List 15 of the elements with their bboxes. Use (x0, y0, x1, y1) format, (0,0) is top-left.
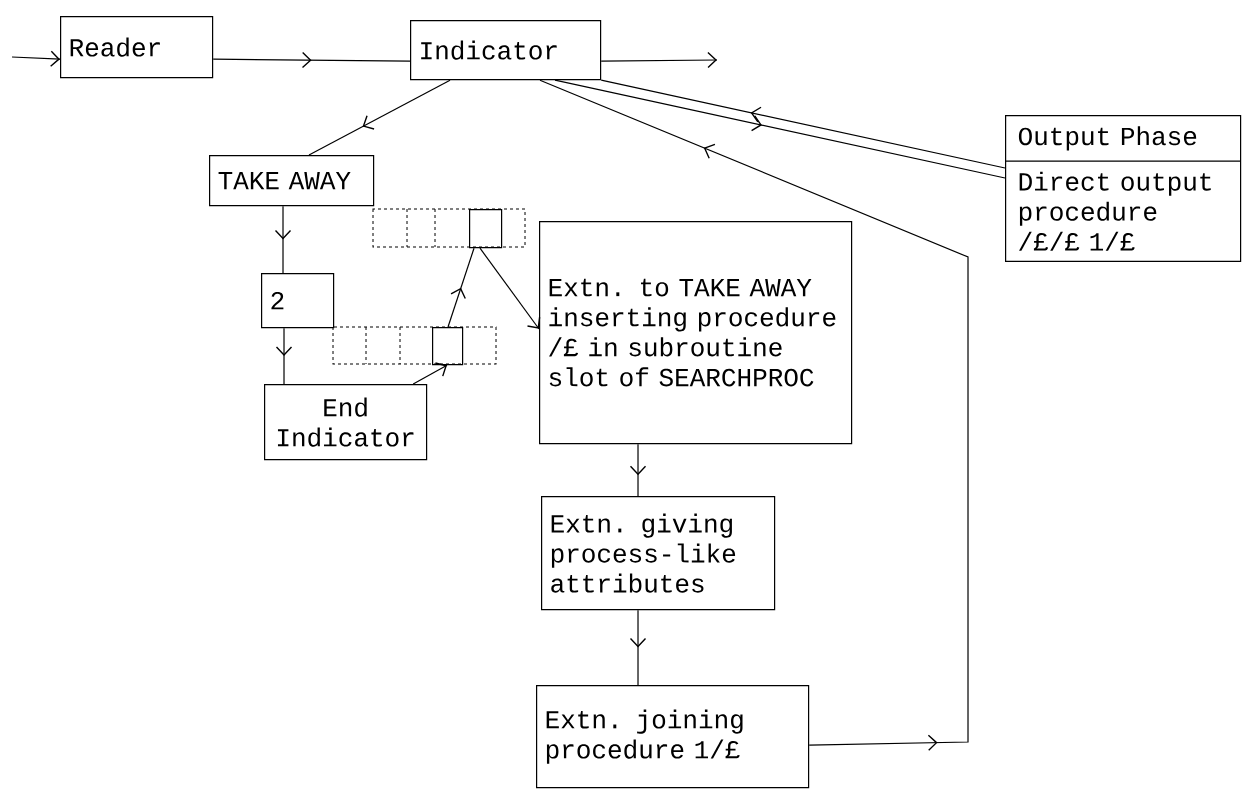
process-box: Reader (60, 16, 214, 79)
process-box: End Indicator (264, 384, 428, 461)
process-box: Extn. giving process-like attributes (541, 496, 776, 611)
split-box: Output Phase Direct output procedure /£/£ 1/£ (1005, 115, 1242, 262)
process-box: TAKE AWAY (209, 155, 375, 207)
arrow (600, 51, 718, 69)
process-box: 2 (261, 273, 335, 329)
arrow (11, 50, 61, 67)
slot-square (469, 209, 503, 249)
arrow (479, 247, 541, 330)
process-box: Extn. joining procedure 1/£ (536, 685, 810, 789)
process-box: Extn. to TAKE AWAY inserting procedure /£ in subroutine slot of SEARCHPROC (539, 221, 853, 445)
process-box: Indicator (410, 20, 602, 81)
slot-square (432, 327, 464, 366)
arrow (412, 362, 448, 385)
